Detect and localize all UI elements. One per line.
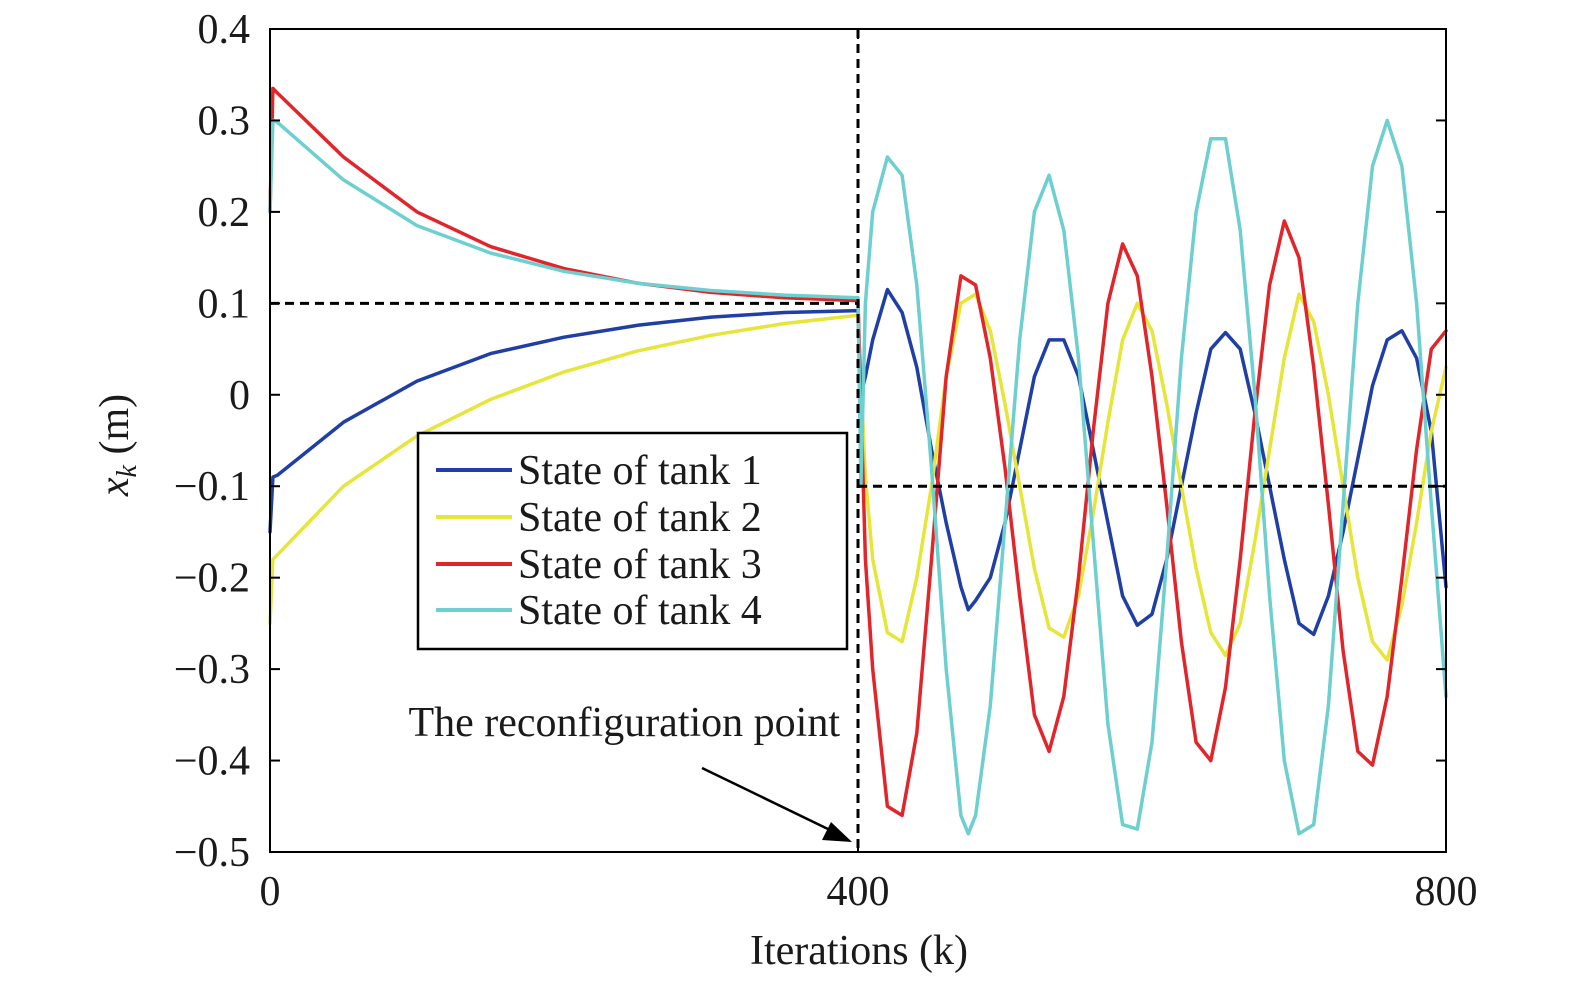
annotation-arrow-shaft	[701, 766, 831, 832]
x-tick-label-1: 400	[827, 869, 890, 915]
legend: State of tank 1 State of tank 2 State of…	[416, 431, 849, 651]
y-axis-label-unit: (m)	[92, 394, 138, 465]
y-tick-label-0: 0.4	[198, 7, 251, 53]
legend-label-tank-4: State of tank 4	[518, 588, 762, 634]
series-line-tank-3	[268, 86, 1448, 818]
x-tick-label-0: 0	[260, 869, 281, 915]
y-tick-label-9: −0.5	[174, 830, 250, 876]
y-axis-label: xk (m)	[92, 394, 143, 497]
series-line-tank-4	[268, 118, 1448, 836]
y-axis-label-symbol: x	[92, 477, 138, 497]
y-tick-label-4: 0	[229, 373, 250, 419]
y-axis-label-subscript: k	[112, 464, 143, 477]
series-line-tank-2	[268, 292, 1448, 662]
x-tick-label-2: 800	[1415, 869, 1478, 915]
legend-label-tank-3: State of tank 3	[518, 542, 762, 588]
y-tick-label-7: −0.3	[174, 647, 250, 693]
legend-label-tank-1: State of tank 1	[518, 448, 762, 494]
annotation-text: The reconfiguration point	[408, 700, 840, 746]
y-tick-label-1: 0.3	[198, 98, 251, 144]
annotation-arrow-head	[822, 822, 852, 842]
series-line-tank-1	[268, 287, 1448, 637]
legend-label-tank-2: State of tank 2	[518, 495, 762, 541]
y-tick-label-2: 0.2	[198, 190, 251, 236]
series-layer	[268, 86, 1448, 836]
x-axis-label: Iterations (k)	[750, 928, 968, 974]
y-tick-label-8: −0.4	[174, 739, 250, 785]
y-tick-label-5: −0.1	[174, 464, 250, 510]
reference-lines	[270, 29, 1446, 852]
y-tick-label-6: −0.2	[174, 556, 250, 602]
y-tick-label-3: 0.1	[198, 281, 251, 327]
reconfiguration-annotation: The reconfiguration point	[408, 700, 852, 842]
axis-ticks: 0 400 800 0.4 0.3 0.2 0.1 0 −0.1 −0.2 −0.3 −0.4 −0.5	[174, 7, 1478, 915]
